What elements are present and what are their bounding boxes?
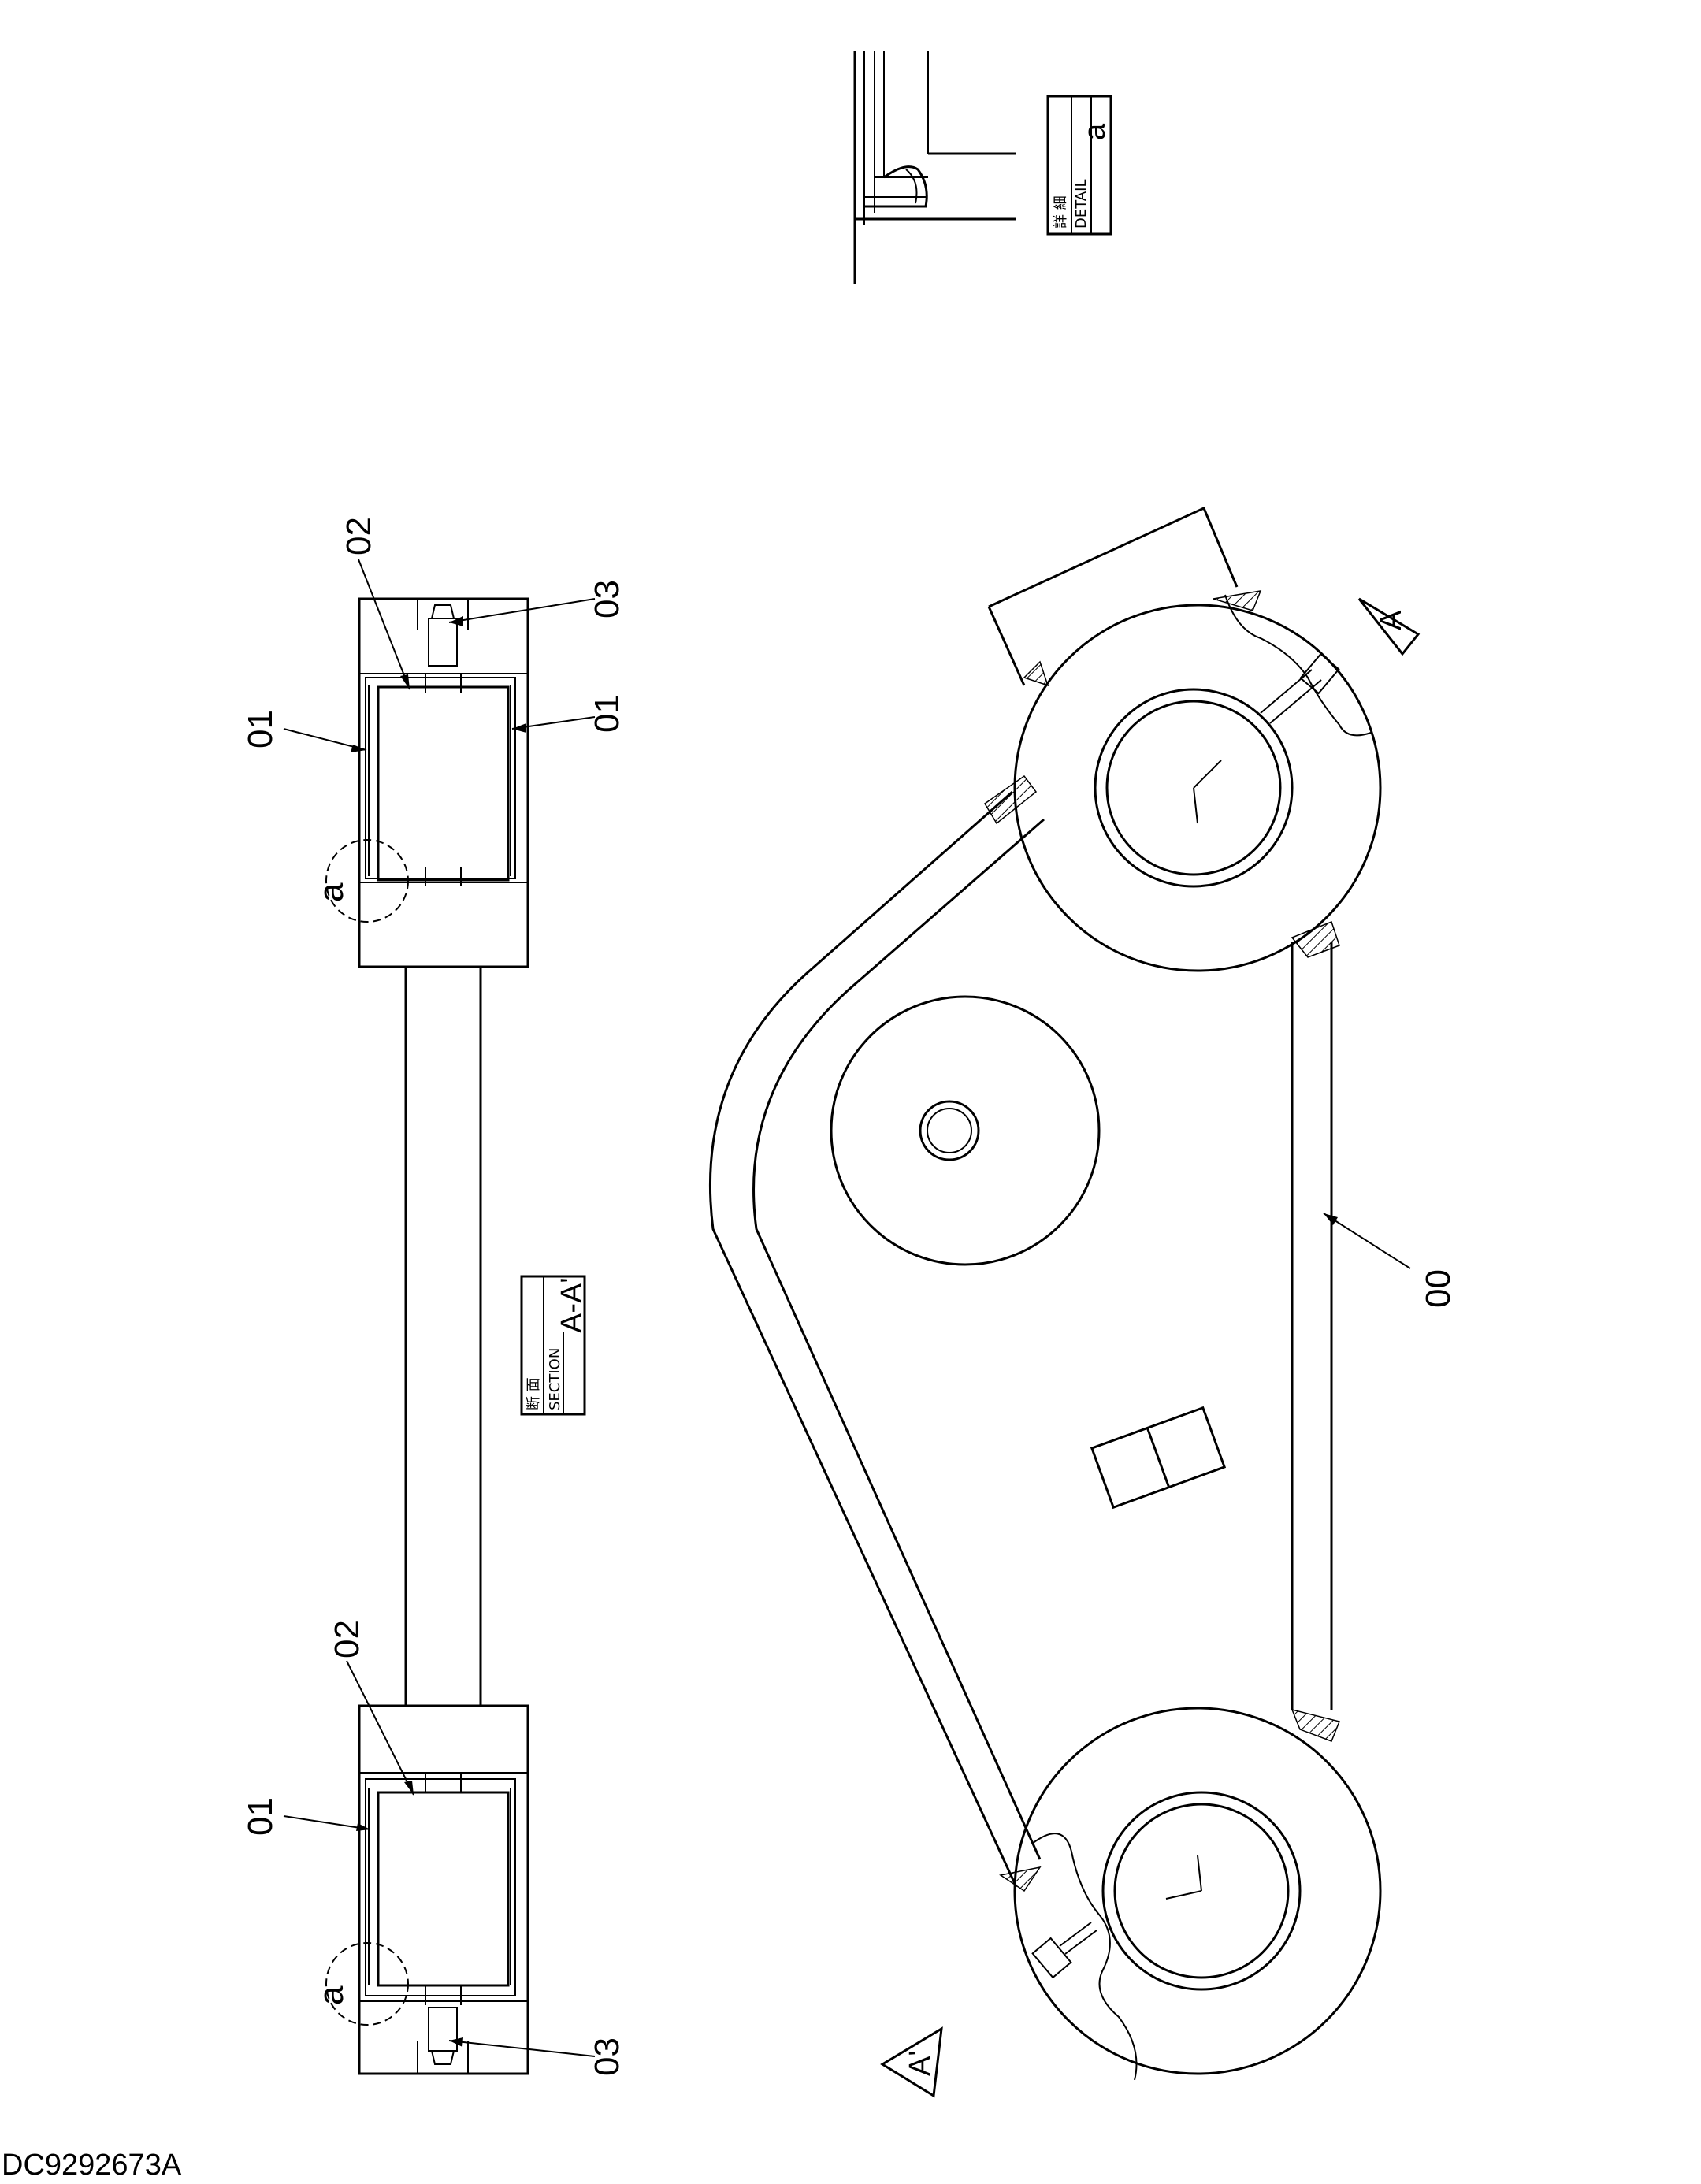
leader-lines [283,559,1411,2057]
section-box-jp: 断 面 [526,1377,542,1410]
detail-marker-left: a [312,1985,351,2005]
link-body [708,506,1382,2081]
label-03-right: 03 [588,580,626,618]
label-02-left: 02 [328,1620,366,1658]
part-labels: 00 01 01 02 03 01 02 03 a a [241,517,1458,2076]
section-box-ref: A-A' [555,1277,589,1333]
detail-box: 詳 細 DETAIL a [1046,95,1112,236]
section-marker-bottom-label: A' [904,2050,937,2076]
section-view [325,597,529,2075]
label-01-right-a: 01 [241,710,280,748]
section-box-en: SECTION [547,1348,563,1410]
label-01-right-b: 01 [588,694,626,733]
detail-box-jp: 詳 細 [1053,195,1069,228]
drawing-number: DC9292673A [2,2149,182,2182]
detail-marker-right: a [312,882,351,902]
section-marker-bottom: A' [880,2026,943,2098]
section-marker-top: A [1357,597,1421,656]
detail-box-en: DETAIL [1073,180,1090,228]
label-02-right: 02 [340,517,378,555]
label-03-left: 03 [588,2037,626,2076]
section-marker-top-label: A [1375,610,1408,630]
label-00: 00 [1419,1269,1458,1308]
detail-a-view [853,51,1016,284]
section-box: 断 面 SECTION A-A' [520,1275,589,1416]
label-01-left: 01 [241,1797,280,1836]
detail-box-ref: a [1079,123,1112,140]
